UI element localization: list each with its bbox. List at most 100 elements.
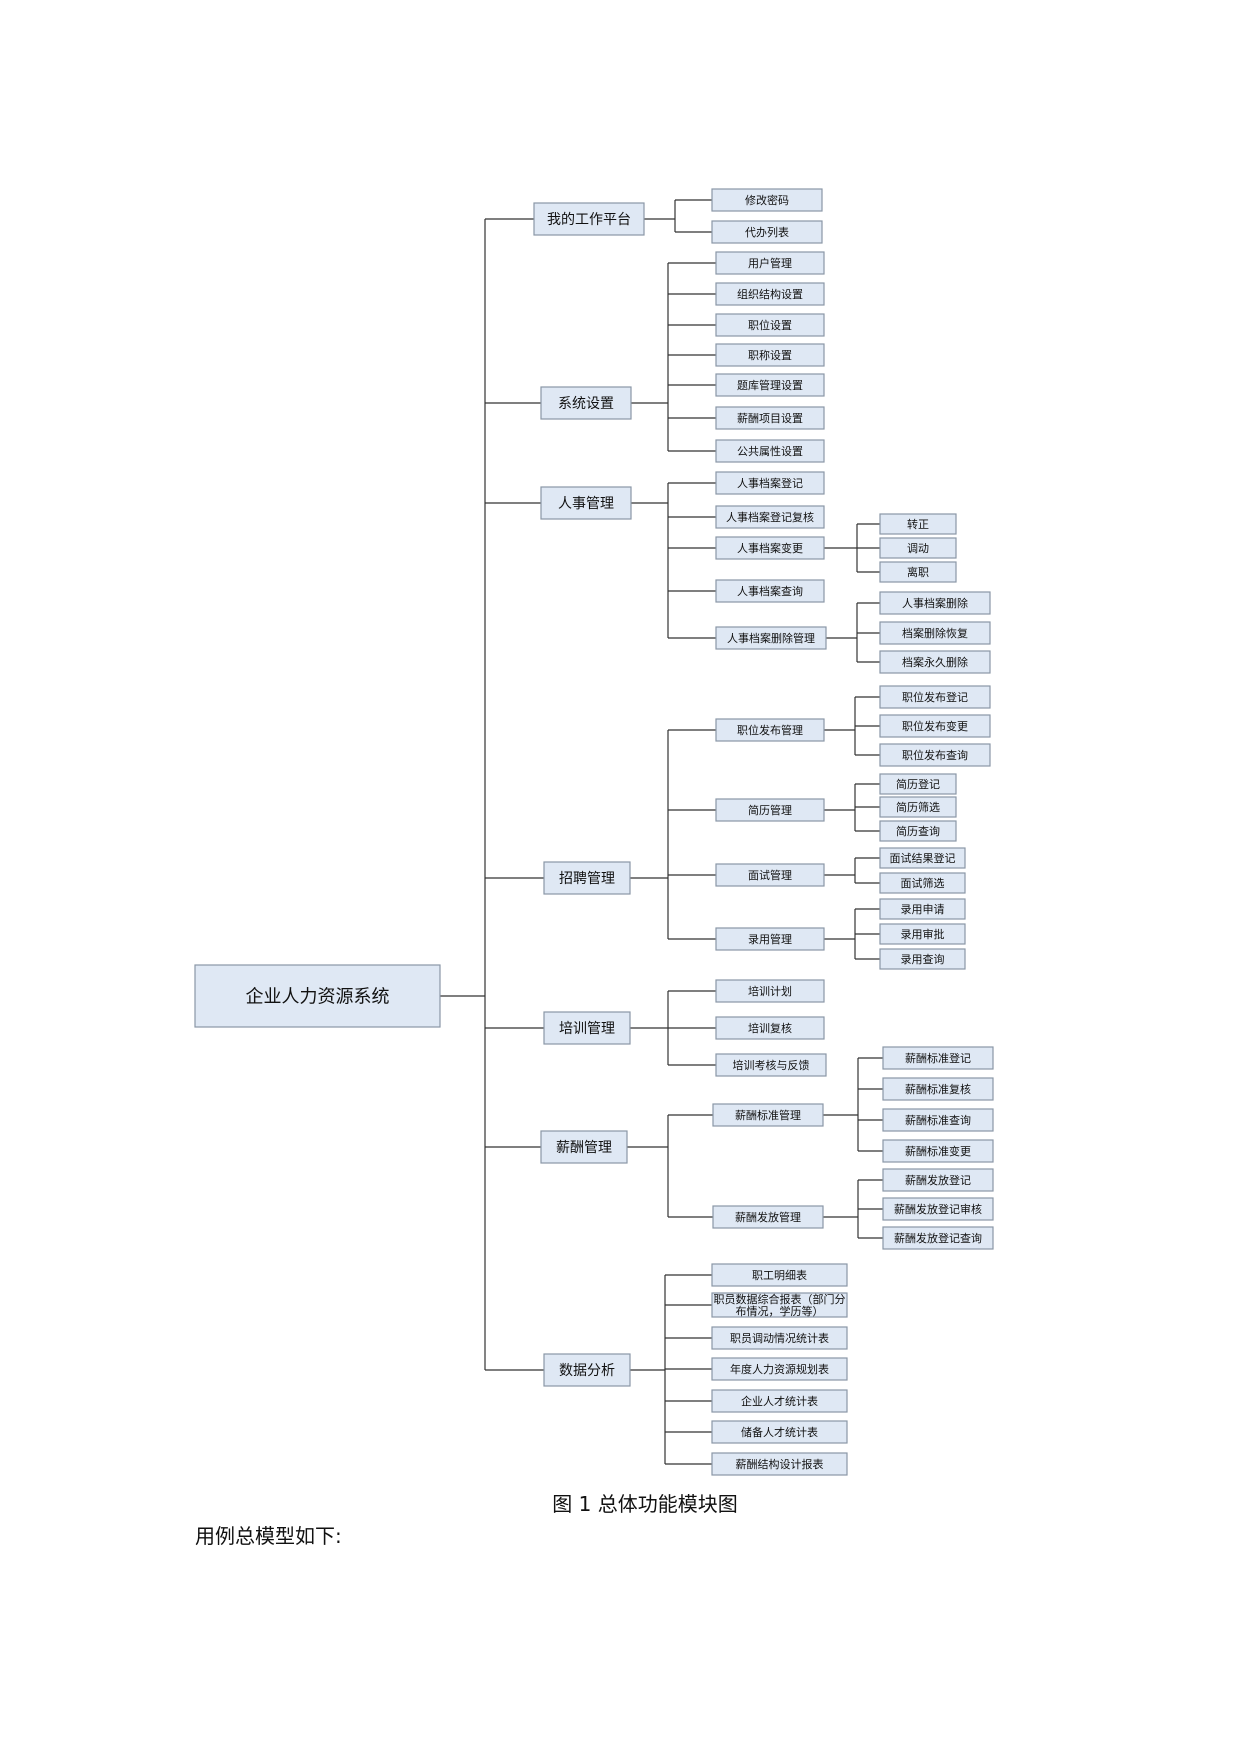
submodule-node-box — [715, 626, 827, 650]
submodule-node-box — [715, 505, 825, 529]
function-node-box — [882, 1226, 994, 1250]
function-node-label: 录用审批 — [901, 927, 945, 941]
function-node: 人事档案删除 — [879, 591, 991, 615]
submodule-node: 修改密码 — [711, 188, 823, 212]
root-node-label: 企业人力资源系统 — [246, 986, 390, 1007]
submodule-node-label: 职工明细表 — [752, 1268, 807, 1282]
module-node-label: 招聘管理 — [559, 871, 615, 887]
module-node: 数据分析 — [543, 1353, 631, 1387]
submodule-node-label: 修改密码 — [745, 193, 789, 207]
function-node-box — [879, 923, 966, 945]
function-node-box — [879, 948, 966, 970]
submodule-node-box — [715, 406, 825, 430]
function-node: 职位发布查询 — [879, 743, 991, 767]
submodule-node-label: 组织结构设置 — [737, 287, 803, 301]
function-node-label: 薪酬发放登记 — [905, 1173, 971, 1187]
submodule-node-box — [715, 373, 825, 397]
submodule-node-label: 公共属性设置 — [737, 444, 803, 458]
function-node-box — [879, 513, 957, 535]
submodule-node-box — [711, 188, 823, 212]
function-node-box — [882, 1077, 994, 1101]
module-node-box — [533, 202, 645, 236]
function-node-box — [882, 1168, 994, 1192]
submodule-node: 薪酬结构设计报表 — [711, 1452, 848, 1476]
submodule-node: 培训复核 — [715, 1016, 825, 1040]
function-node: 档案删除恢复 — [879, 621, 991, 645]
function-node: 职位发布登记 — [879, 685, 991, 709]
submodule-node: 人事档案变更 — [715, 536, 825, 560]
function-node-label: 档案删除恢复 — [902, 626, 968, 640]
submodule-node-box — [711, 1263, 848, 1287]
submodule-node: 组织结构设置 — [715, 282, 825, 306]
submodule-node-label: 人事档案查询 — [737, 584, 803, 598]
submodule-node-box — [711, 220, 823, 244]
submodule-node: 薪酬发放管理 — [712, 1205, 824, 1229]
function-node-label: 薪酬标准登记 — [905, 1051, 971, 1065]
submodule-node: 培训考核与反馈 — [715, 1053, 827, 1077]
function-node-label: 简历查询 — [896, 824, 940, 838]
submodule-node-label: 储备人才统计表 — [741, 1425, 818, 1439]
submodule-node: 简历管理 — [715, 798, 825, 822]
function-node-box — [879, 621, 991, 645]
submodule-node: 职员调动情况统计表 — [711, 1326, 848, 1350]
submodule-node-label: 职称设置 — [748, 348, 792, 362]
function-node-label: 简历筛选 — [896, 800, 940, 814]
submodule-node-box — [715, 579, 825, 603]
function-node-label: 人事档案删除 — [902, 596, 968, 610]
submodule-node-label: 面试管理 — [748, 868, 792, 882]
submodule-node: 职工明细表 — [711, 1263, 848, 1287]
function-node-box — [879, 561, 957, 583]
function-node-box — [882, 1046, 994, 1070]
submodule-node-label: 薪酬标准管理 — [735, 1108, 801, 1122]
submodule-node-box — [715, 798, 825, 822]
function-node-label: 职位发布查询 — [902, 748, 968, 762]
submodule-node-label: 薪酬项目设置 — [737, 412, 803, 425]
function-node-label: 转正 — [907, 517, 929, 531]
submodule-node-box — [715, 313, 825, 337]
function-node-box — [879, 847, 966, 869]
submodule-node: 用户管理 — [715, 251, 825, 275]
submodule-node: 年度人力资源规划表 — [711, 1357, 848, 1381]
submodule-node-box — [715, 471, 825, 495]
function-node-box — [879, 714, 991, 738]
module-node-label: 数据分析 — [559, 1363, 615, 1379]
submodule-node-label: 代办列表 — [745, 225, 789, 239]
function-node: 录用审批 — [879, 923, 966, 945]
submodule-node-box — [712, 1205, 824, 1229]
function-node: 薪酬发放登记审核 — [882, 1197, 994, 1221]
function-node: 职位发布变更 — [879, 714, 991, 738]
submodule-node-box — [711, 1420, 848, 1444]
function-node-label: 职位发布登记 — [902, 690, 968, 704]
submodule-node-box — [712, 1103, 824, 1127]
submodule-node-box — [711, 1357, 848, 1381]
module-node-label: 薪酬管理 — [556, 1140, 612, 1156]
submodule-node-label: 年度人力资源规划表 — [730, 1362, 829, 1376]
function-node-label: 薪酬标准查询 — [905, 1113, 971, 1127]
function-node-box — [879, 685, 991, 709]
module-node: 培训管理 — [543, 1011, 631, 1045]
module-node: 薪酬管理 — [540, 1130, 628, 1164]
submodule-node-box — [715, 863, 825, 887]
function-node: 离职 — [879, 561, 957, 583]
submodule-node: 人事档案查询 — [715, 579, 825, 603]
submodule-node-label: 职位设置 — [748, 318, 792, 332]
submodule-node: 人事档案登记 — [715, 471, 825, 495]
function-node-box — [879, 537, 957, 559]
submodule-node-label: 人事档案删除管理 — [727, 631, 815, 645]
submodule-node-box — [711, 1452, 848, 1476]
submodule-node: 培训计划 — [715, 979, 825, 1003]
submodule-node-label: 培训计划 — [748, 984, 792, 998]
function-node: 录用申请 — [879, 898, 966, 920]
submodule-node-label: 职员调动情况统计表 — [730, 1331, 829, 1345]
submodule-node: 薪酬项目设置 — [715, 406, 825, 430]
function-node-label: 面试筛选 — [901, 876, 945, 890]
submodule-node-box — [715, 282, 825, 306]
submodule-node: 职称设置 — [715, 343, 825, 367]
function-node: 薪酬标准变更 — [882, 1139, 994, 1163]
submodule-node-box — [715, 927, 825, 951]
submodule-node-label: 题库管理设置 — [737, 378, 803, 392]
function-node-box — [879, 872, 966, 894]
function-node: 薪酬发放登记查询 — [882, 1226, 994, 1250]
module-node: 系统设置 — [540, 386, 632, 420]
